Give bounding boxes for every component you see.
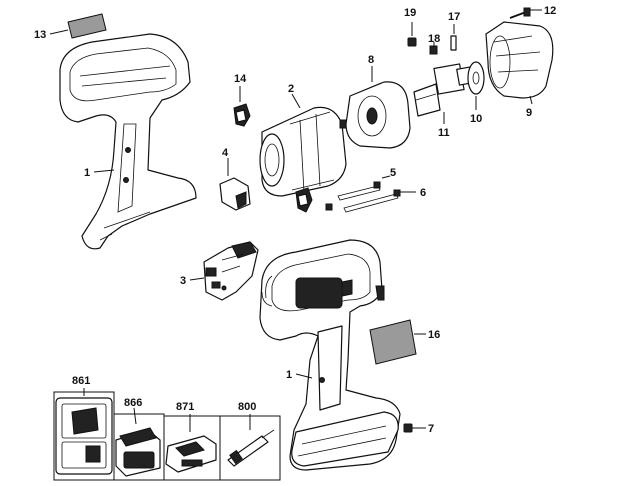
part-9-nose-cone: 9 — [485, 21, 554, 119]
callout-2: 2 — [288, 83, 294, 95]
callout-18: 18 — [428, 33, 440, 45]
part-18-nut: 18 — [428, 33, 440, 55]
part-13-label: 13 — [34, 13, 107, 41]
part-16-label: 16 — [369, 319, 440, 365]
accessory-800-bit: 800 — [227, 401, 275, 467]
callout-3: 3 — [180, 275, 186, 287]
accessory-861-case: 861 — [55, 375, 113, 475]
part-2-motor: 2 — [259, 83, 351, 197]
callout-1-top: 1 — [84, 167, 90, 179]
callout-8: 8 — [368, 54, 374, 66]
part-11-spindle: 11 — [413, 63, 474, 139]
part-4-switch-cover: 4 — [219, 147, 251, 211]
callout-11: 11 — [438, 127, 450, 139]
part-19-nut: 19 — [404, 7, 417, 47]
part-8-gearbox: 8 — [345, 54, 411, 149]
callout-19: 19 — [404, 7, 416, 19]
callout-6: 6 — [420, 187, 426, 199]
callout-871: 871 — [176, 401, 194, 413]
accessory-871-charger: 871 — [165, 401, 217, 473]
callout-12: 12 — [544, 5, 556, 17]
callout-861: 861 — [72, 375, 90, 387]
part-brush-holder — [295, 187, 313, 213]
callout-866: 866 — [124, 397, 142, 409]
callout-7: 7 — [428, 423, 434, 435]
accessory-866-battery: 866 — [115, 397, 161, 477]
accessory-boxes — [53, 391, 281, 481]
part-12-screw: 12 — [509, 5, 556, 19]
part-3-trigger-switch: 3 — [180, 241, 259, 301]
callout-4: 4 — [222, 147, 229, 159]
callout-5: 5 — [390, 167, 396, 179]
callout-9: 9 — [526, 107, 532, 119]
callout-14: 14 — [234, 73, 247, 85]
part-5-6-contact-strips: 5 6 — [325, 167, 426, 213]
callout-1-bottom: 1 — [286, 369, 292, 381]
part-1-assembled-drill: 1 — [259, 239, 401, 471]
callout-10: 10 — [470, 113, 482, 125]
part-14-brush-clips: 14 — [233, 73, 251, 127]
part-10-washer: 10 — [467, 61, 485, 125]
part-7-screw: 7 — [403, 423, 434, 435]
callout-16: 16 — [428, 329, 440, 341]
callout-13: 13 — [34, 29, 46, 41]
callout-17: 17 — [448, 11, 460, 23]
callout-800: 800 — [238, 401, 256, 413]
part-1-housing-half: 1 — [59, 33, 197, 250]
part-17-pin: 17 — [448, 11, 460, 51]
